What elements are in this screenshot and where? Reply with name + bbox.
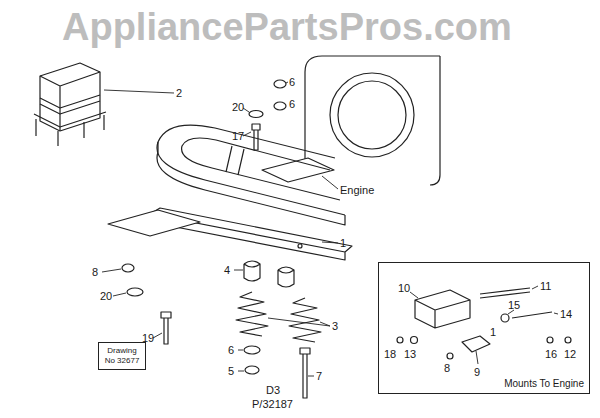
inset-caption: Mounts To Engine [504, 378, 584, 390]
leader-line [238, 371, 244, 372]
callout-number: 20 [232, 101, 244, 113]
leader-line [102, 269, 121, 272]
leader-line [286, 82, 288, 83]
mount-plate [108, 210, 200, 236]
washer [127, 288, 143, 296]
engine-flywheel-inner [338, 81, 406, 149]
leader-line [322, 242, 338, 243]
leader-line [104, 90, 174, 93]
nut [501, 314, 509, 322]
callout-number: 7 [316, 370, 322, 382]
nut [411, 337, 418, 344]
leader-line [322, 176, 338, 189]
callout-number: 10 [398, 282, 410, 294]
callout-number: 2 [176, 87, 182, 99]
callout-number: 15 [508, 299, 520, 311]
frame-crossbar [226, 146, 244, 175]
nut [447, 353, 453, 359]
inset-box: Mounts To Engine [378, 262, 590, 394]
leader-line [234, 270, 243, 271]
transformer-body [40, 63, 100, 131]
transformer-band [40, 95, 100, 114]
washer [244, 346, 260, 354]
callout-number: 1 [490, 326, 496, 338]
engine-flywheel [330, 73, 414, 157]
clip [565, 337, 571, 343]
drawing-label: Engine [340, 184, 374, 196]
nut [274, 102, 286, 110]
rubber-mount [244, 261, 260, 281]
callout-number: 12 [564, 348, 576, 360]
washer [547, 337, 553, 343]
drawing-number-box: Drawing No 32677 [98, 342, 146, 370]
drawing-number: Drawing No 32677 [104, 346, 140, 366]
watermark: AppliancePartsPros.com [62, 6, 512, 48]
leader-lines [102, 82, 338, 376]
nut [274, 80, 286, 88]
callout-number: 18 [384, 348, 396, 360]
callout-number: 6 [289, 98, 295, 110]
bracket [415, 290, 470, 328]
leader-line [238, 350, 243, 351]
callout-number: 9 [474, 366, 480, 378]
callout-number: 4 [224, 264, 230, 276]
callout-number: 3 [332, 320, 338, 332]
leader-line [308, 376, 314, 377]
pin [512, 312, 552, 318]
callout-number: 8 [92, 266, 98, 278]
washer [249, 111, 263, 118]
clip [462, 336, 490, 352]
transformer-flange [34, 112, 106, 146]
leader-line [268, 318, 330, 326]
callout-number: 8 [444, 362, 450, 374]
bolt [300, 348, 310, 398]
callout-number: 6 [228, 344, 234, 356]
callout-number: 14 [560, 308, 572, 320]
callout-number: 5 [228, 365, 234, 377]
inset-parts [397, 286, 571, 364]
callout-number: 11 [540, 280, 551, 292]
callout-number: 6 [289, 76, 295, 88]
transformer [34, 63, 106, 146]
leader-line [153, 333, 162, 338]
nut [122, 264, 134, 272]
drawing-label: D3 [266, 384, 280, 396]
washer [397, 337, 403, 343]
spring [236, 292, 268, 336]
callout-number: 20 [100, 290, 112, 302]
bolt-hole [298, 244, 302, 248]
callout-number: 17 [232, 130, 244, 142]
rubber-mount [278, 267, 294, 287]
bolt [161, 312, 171, 344]
spring [289, 298, 321, 342]
drawing-label: P/32187 [252, 398, 293, 410]
rod [480, 288, 530, 298]
engine [262, 56, 440, 185]
leader-line [113, 293, 126, 296]
callout-number: 16 [545, 348, 557, 360]
frame [108, 125, 352, 260]
nut [245, 366, 259, 374]
callout-number: 13 [404, 348, 416, 360]
leader-line [410, 286, 558, 364]
callout-number: 1 [340, 237, 346, 249]
